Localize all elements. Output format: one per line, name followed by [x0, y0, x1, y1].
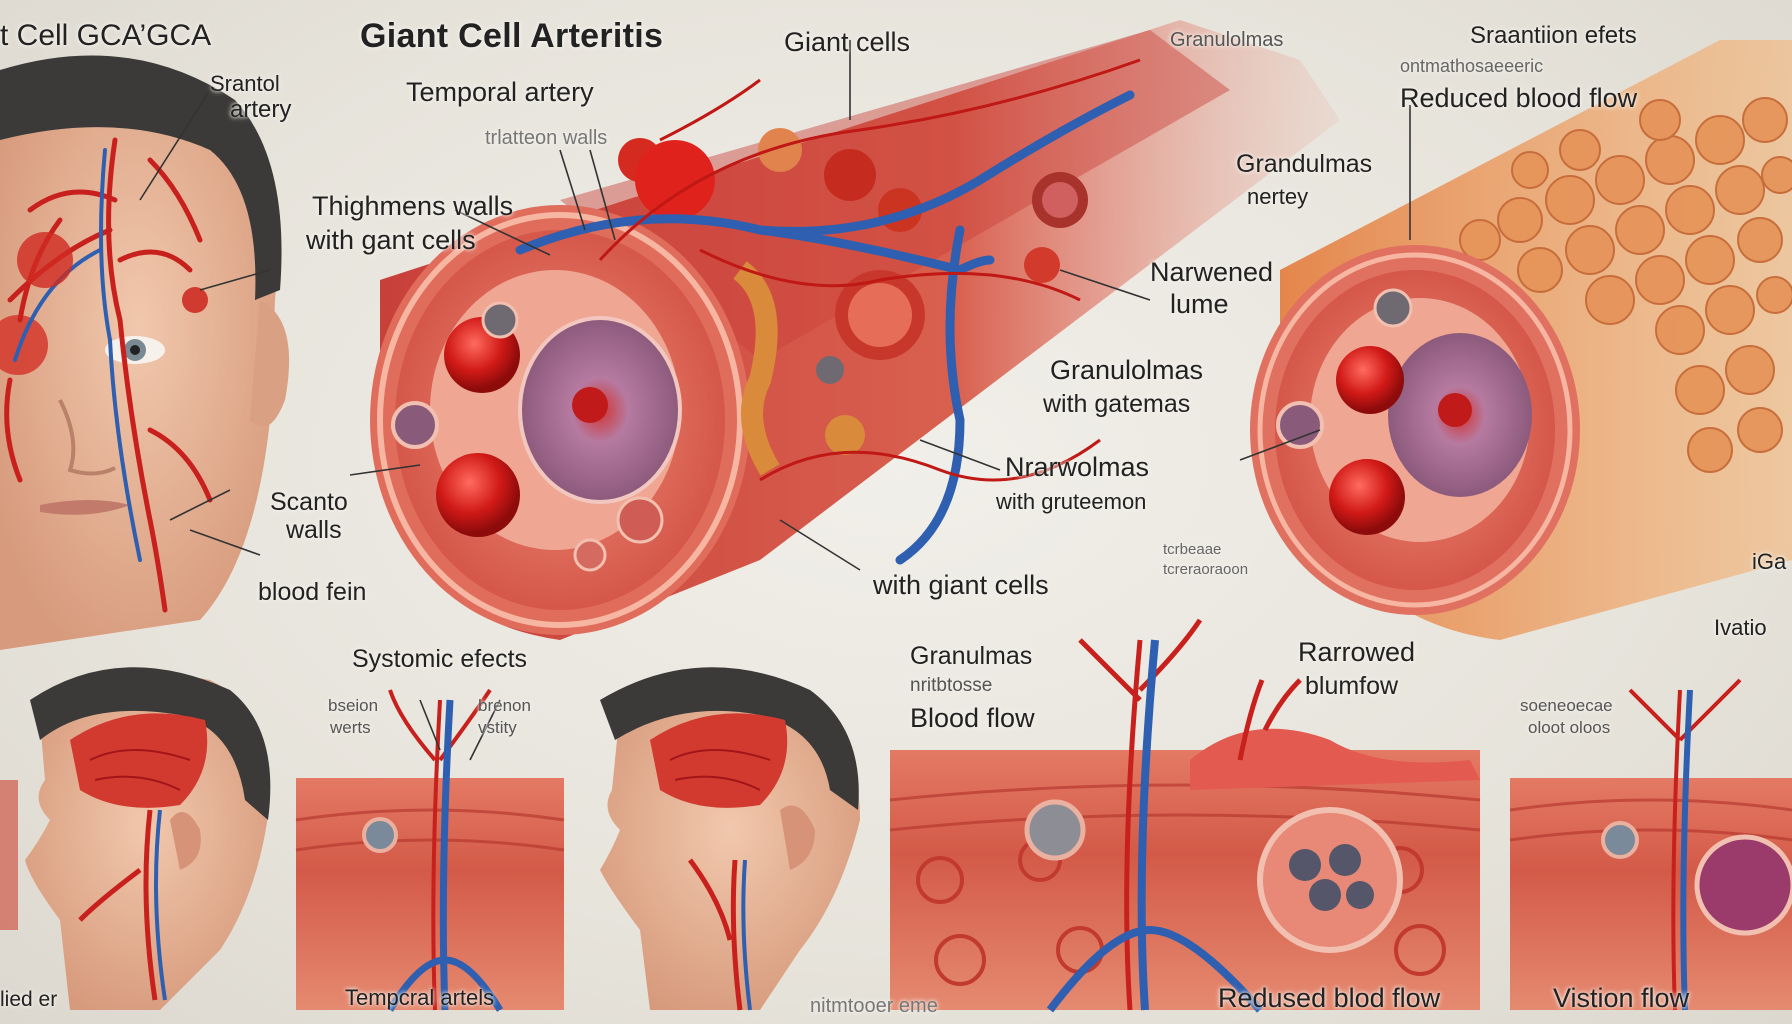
srantol-label: Srantol [210, 71, 280, 96]
reduced-blood-flow-top-label: Reduced blood flow [1400, 83, 1638, 113]
small-right-label: tcrbeaae [1163, 541, 1222, 558]
narwolmas-label: Nrarwolmas [1005, 452, 1150, 482]
tissue-panel [889, 618, 1481, 1013]
brain-right-label: brenon [478, 696, 531, 715]
blumfow-label: blumfow [1305, 672, 1399, 700]
vision-flow-label: Vistion flow [1553, 983, 1690, 1013]
header-left-label: t Cell GCA’GCA [0, 19, 212, 52]
with-giant-cells-label: with giant cells [873, 570, 1049, 600]
reduced-blood-flow-bottom-label: Redused blod flow [1218, 983, 1441, 1013]
granulmas-bottom-label: Granulmas [910, 642, 1033, 670]
hvation-label: Ivatio [1714, 615, 1767, 640]
edge-right-label: iGa [1752, 549, 1787, 574]
nertey-label: nertey [1247, 184, 1309, 209]
thickened-walls-label: Thighmens walls [312, 191, 514, 221]
brain-left-label: bseion [328, 696, 379, 715]
grandulmas-label: Grandulmas [1236, 150, 1373, 178]
brain-left-sub-label: werts [330, 718, 371, 737]
bottom-faint-label: nitmtooer eme [810, 995, 938, 1017]
tissue-panel [1509, 678, 1792, 1011]
granulomas-top-label: Granulolmas [1170, 29, 1284, 51]
granulomas-mid-label: Granulolmas [1050, 355, 1204, 385]
artery-cross-section [1250, 40, 1792, 640]
thickened-walls-cells-label: with gant cells [306, 225, 476, 255]
temporal-artels-label: Tempcral artels [345, 985, 495, 1010]
scanto-label: Scanto [270, 488, 348, 516]
giant-cells-label: Giant cells [784, 27, 911, 57]
right-small-sub-label: oloot oloos [1528, 718, 1611, 737]
brain-illustration [0, 667, 271, 1010]
effects-top-label: Sraantiion efets [1470, 22, 1637, 49]
blood-fein-label: blood fein [258, 578, 367, 606]
right-small-label: soeneoecae [1520, 696, 1613, 715]
small-right-sub-label: tcreraoraoon [1163, 561, 1249, 578]
face-illustration [0, 55, 290, 650]
artery-label: artery [230, 96, 292, 123]
page-title: Giant Cell Arteritis [360, 17, 664, 55]
granulmas-bottom-sub-label: nritbtosse [910, 675, 993, 696]
lied-label: lied er [0, 988, 58, 1011]
effects-top-sub-label: ontmathosaeeeric [1400, 56, 1544, 76]
tissue-panel [295, 688, 565, 1012]
systemic-effects-label: Systomic efects [352, 645, 528, 673]
narrowed-lumen-label: Narwened [1150, 257, 1274, 287]
leader-lines [139, 40, 1411, 761]
blood-flow-bottom-label: Blood flow [910, 703, 1035, 733]
brain-illustration [600, 667, 860, 1011]
scanto-walls-label: walls [286, 516, 342, 544]
brain-right-sub-label: vstity [478, 718, 517, 737]
narwolmas-sub-label: with gruteemon [996, 489, 1147, 514]
walls-faint-label: trlatteon walls [485, 127, 608, 149]
artery-cross-section [370, 20, 1340, 640]
narrowed-lumen-sub-label: lume [1170, 289, 1229, 319]
temporal-artery-label: Temporal artery [406, 77, 594, 107]
rarrowed-label: Rarrowed [1298, 637, 1416, 667]
granulomas-mid-sub-label: with gatemas [1043, 390, 1191, 418]
